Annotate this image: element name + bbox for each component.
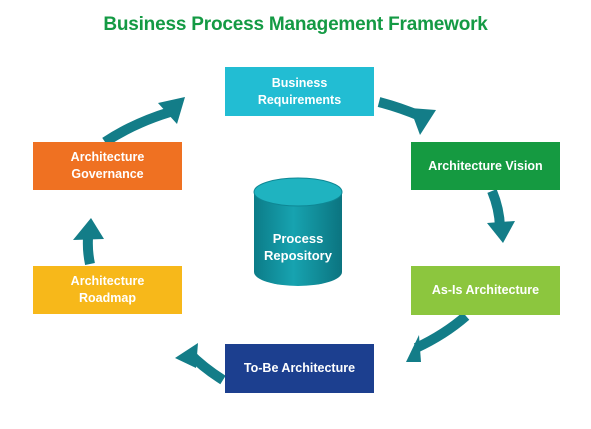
stage-business-requirements: Business Requirements <box>225 67 374 116</box>
repository-label: Process Repository <box>252 230 344 264</box>
repository-line: Process <box>272 231 324 246</box>
repository-line: Repository <box>264 248 332 263</box>
stage-label: Business <box>271 75 328 90</box>
stage-architecture-vision: Architecture Vision <box>411 142 560 190</box>
stage-as-is-architecture: As-Is Architecture <box>411 266 560 315</box>
stage-label: Architecture <box>70 274 145 288</box>
stage-label: Roadmap <box>79 291 136 305</box>
arc-asis-to-tobe <box>413 312 470 353</box>
arrowhead-2 <box>487 221 515 243</box>
repository-cylinder-icon <box>253 177 343 286</box>
stage-to-be-architecture: To-Be Architecture <box>225 344 374 393</box>
stage-architecture-governance: Architecture Governance <box>33 142 182 190</box>
arrowhead-3 <box>406 335 421 362</box>
stage-label: Requirements <box>257 92 342 107</box>
diagram-title: Business Process Management Framework <box>103 14 488 35</box>
stage-architecture-roadmap: Architecture Roadmap <box>33 266 182 314</box>
stage-label: To-Be Architecture <box>243 361 356 375</box>
arrowhead-5 <box>73 218 104 240</box>
stage-label: Architecture <box>70 150 145 164</box>
stage-label: As-Is Architecture <box>431 283 540 297</box>
stage-label: Governance <box>71 167 144 181</box>
arrowhead-6 <box>158 97 185 124</box>
stage-label: Architecture Vision <box>428 158 543 173</box>
arc-roadmap-to-governance <box>82 237 95 266</box>
arrowhead-1 <box>410 108 436 135</box>
arc-governance-to-requirements <box>102 107 172 147</box>
arrowhead-4 <box>175 343 198 368</box>
arc-vision-to-asis <box>487 189 505 228</box>
